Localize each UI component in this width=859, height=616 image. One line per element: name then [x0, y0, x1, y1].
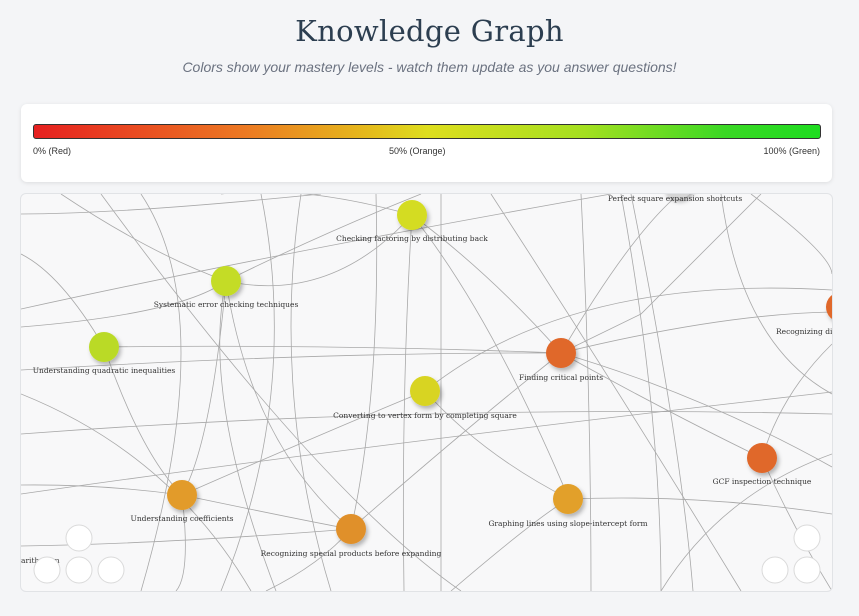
node-circle[interactable] — [747, 443, 777, 473]
graph-edge — [560, 352, 832, 468]
node-circle[interactable] — [211, 266, 241, 296]
node-circle[interactable] — [546, 338, 576, 368]
graph-edge — [220, 194, 275, 591]
graph-edge — [221, 194, 413, 216]
graph-edge — [490, 194, 742, 591]
graph-edge — [750, 194, 832, 275]
graph-edge — [21, 528, 352, 547]
graph-edge — [21, 194, 322, 215]
graph-edge — [21, 393, 252, 591]
graph-edge — [402, 214, 413, 591]
node-circle[interactable] — [410, 376, 440, 406]
graph-edge — [450, 498, 570, 591]
graph-edge — [21, 352, 562, 371]
graph-edge — [21, 194, 612, 310]
legend-mid-label: 50% (Orange) — [389, 146, 446, 156]
node-label: Finding critical points — [519, 373, 603, 382]
graph-edge — [100, 194, 462, 591]
graph-node[interactable]: Understanding coefficients — [131, 480, 234, 523]
graph-edge — [265, 528, 352, 591]
graph-node[interactable]: Graphing lines using slope-intercept for… — [488, 484, 648, 528]
node-circle[interactable] — [89, 332, 119, 362]
graph-edge — [181, 390, 426, 496]
node-label: Checking factoring by distributing back — [336, 234, 488, 243]
graph-edge — [411, 214, 570, 500]
graph-edges — [21, 194, 832, 591]
page-title: Knowledge Graph — [295, 14, 564, 48]
graph-edge — [660, 453, 832, 591]
node-circle[interactable] — [397, 200, 427, 230]
graph-node[interactable]: Recognizing special products before expa… — [261, 514, 442, 558]
faded-node — [33, 556, 61, 584]
graph-node[interactable]: Finding critical points — [519, 338, 603, 382]
graph-edge — [424, 390, 570, 500]
graph-node[interactable]: Understanding quadratic inequalities — [33, 332, 176, 375]
node-label: Perfect square expansion shortcuts — [608, 194, 742, 203]
graph-edge — [181, 280, 227, 496]
node-label: Converting to vertex form by completing … — [333, 411, 517, 420]
graph-node[interactable]: Checking factoring by distributing back — [336, 200, 488, 243]
node-label: Recognizing special products before expa… — [261, 549, 442, 558]
graph-edge — [21, 411, 832, 435]
node-label: Systematic error checking techniques — [154, 300, 299, 309]
page-subtitle: Colors show your mastery levels - watch … — [182, 59, 677, 75]
graph-edge — [350, 352, 562, 530]
graph-edge — [21, 391, 832, 495]
graph-edge — [411, 214, 562, 354]
graph-edge — [140, 194, 182, 591]
graph-edge — [225, 280, 352, 530]
graph-node[interactable]: Perfect square expansion shortcuts — [608, 194, 742, 203]
graph-edge — [21, 484, 183, 496]
graph-nodes: Checking factoring by distributing back … — [21, 194, 832, 565]
faded-node — [65, 556, 93, 584]
graph-edge — [761, 343, 832, 459]
graph-edge — [219, 280, 277, 591]
graph-edge — [720, 194, 832, 395]
graph-edge — [175, 494, 186, 591]
graph-edge — [103, 345, 562, 354]
graph-edge — [225, 194, 422, 282]
graph-edge — [181, 494, 352, 530]
node-label: Recognizing diffe — [776, 327, 832, 336]
graph-edge — [424, 287, 832, 392]
node-circle[interactable] — [663, 194, 693, 199]
faded-node — [793, 524, 821, 552]
graph-edge — [620, 194, 662, 591]
graph-node[interactable]: GCF inspection technique — [713, 443, 812, 486]
mastery-gradient-bar — [33, 124, 821, 139]
node-circle[interactable] — [65, 524, 93, 552]
node-circle[interactable] — [826, 292, 832, 322]
graph-edge — [21, 253, 105, 348]
graph-node[interactable]: Converting to vertex form by completing … — [333, 376, 517, 420]
legend-min-label: 0% (Red) — [33, 146, 72, 156]
mastery-legend: 0% (Red) 50% (Orange) 100% (Green) — [21, 104, 832, 182]
graph-node[interactable]: Recognizing diffe — [776, 292, 832, 336]
graph-edge — [568, 497, 832, 515]
graph-edge — [60, 194, 227, 282]
graph-edge — [630, 194, 694, 591]
faded-node — [793, 556, 821, 584]
graph-edge — [290, 194, 332, 591]
faded-node — [97, 556, 125, 584]
graph-edge — [560, 352, 763, 459]
node-circle[interactable] — [167, 480, 197, 510]
graph-edge — [350, 194, 378, 530]
node-label: Graphing lines using slope-intercept for… — [488, 519, 647, 528]
legend-max-label: 100% (Green) — [763, 146, 820, 156]
graph-edge — [225, 214, 413, 287]
graph-node[interactable]: Systematic error checking techniques — [154, 266, 299, 309]
faded-node — [761, 556, 789, 584]
graph-edge — [761, 457, 832, 591]
node-label: GCF inspection technique — [713, 477, 812, 486]
graph-edge — [560, 311, 832, 354]
node-circle[interactable] — [553, 484, 583, 514]
faded-nodes — [33, 524, 821, 584]
graph-edge — [580, 194, 592, 591]
graph-edge — [560, 194, 762, 354]
knowledge-graph-canvas[interactable]: Checking factoring by distributing back … — [20, 193, 833, 592]
node-circle[interactable] — [336, 514, 366, 544]
node-label: Understanding quadratic inequalities — [33, 366, 176, 375]
graph-edge — [560, 194, 680, 354]
node-label: Understanding coefficients — [131, 514, 234, 523]
